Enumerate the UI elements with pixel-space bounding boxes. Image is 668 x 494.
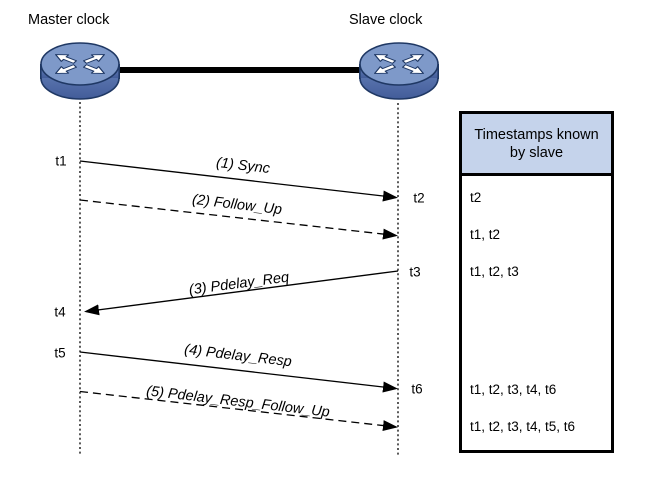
follow-up-message-arrow: [79, 199, 398, 240]
slave-router-icon: [359, 43, 439, 99]
timestamp-t4-label: t4: [54, 304, 66, 320]
table-row: t1, t2, t3, t4, t5, t6: [470, 419, 576, 434]
table-row: t2: [470, 190, 482, 205]
timestamps-table: Timestamps known by slave t2 t1, t2 t1, …: [459, 111, 614, 453]
timestamps-table-header: Timestamps known by slave: [462, 114, 611, 176]
master-router-icon: [40, 43, 120, 99]
timestamp-t3-label: t3: [409, 264, 421, 280]
table-row: t1, t2, t3: [470, 264, 519, 279]
timestamp-t2-label: t2: [413, 190, 425, 206]
timestamp-t5-label: t5: [54, 345, 66, 361]
table-row: t1, t2, t3, t4, t6: [470, 382, 557, 397]
slave-clock-label: Slave clock: [349, 12, 423, 28]
master-clock-label: Master clock: [28, 12, 110, 28]
table-row: t1, t2: [470, 227, 501, 242]
sync-message-arrow: [79, 160, 398, 202]
timestamp-t1-label: t1: [55, 153, 67, 169]
pdelay-resp-message-arrow: [79, 351, 398, 393]
pdelay-req-message-arrow: [84, 270, 399, 316]
timestamp-t6-label: t6: [411, 381, 423, 397]
pdelay-resp-follow-up-message-arrow: [79, 390, 398, 432]
